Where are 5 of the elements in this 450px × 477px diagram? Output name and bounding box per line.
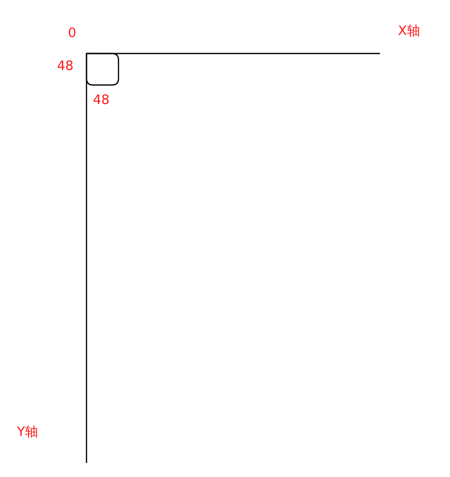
origin-label: 0 <box>68 26 76 41</box>
axis-label: X轴 <box>398 24 420 39</box>
dimension-label: 48 <box>93 93 110 108</box>
axis-label: Y轴 <box>17 425 38 440</box>
dimension-label: 48 <box>57 59 74 74</box>
